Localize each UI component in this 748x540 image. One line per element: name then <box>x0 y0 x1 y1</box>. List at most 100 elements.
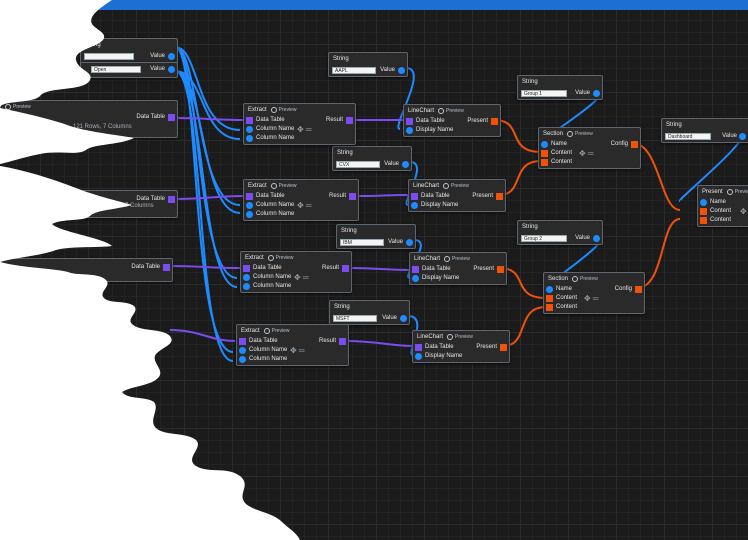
preview-toggle[interactable]: Preview <box>726 186 748 198</box>
input-pin[interactable] <box>415 344 422 351</box>
preview-toggle[interactable]: Preview <box>270 104 296 116</box>
preview-toggle[interactable]: Preview <box>270 180 296 192</box>
preview-radio-icon[interactable] <box>5 104 11 110</box>
input-pin[interactable] <box>243 265 250 272</box>
preview-toggle[interactable]: Preview <box>572 273 598 285</box>
output-pin[interactable] <box>631 141 638 148</box>
preview-toggle[interactable]: Preview <box>447 331 473 343</box>
string-value-field[interactable]: Group 2 <box>521 235 567 242</box>
string-value-field[interactable]: Group 1 <box>521 90 567 97</box>
input-pin[interactable] <box>246 135 253 142</box>
output-pin[interactable] <box>339 338 346 345</box>
input-pin[interactable] <box>246 193 253 200</box>
string-node-dashboard[interactable]: String Dashboard Value <box>661 118 748 143</box>
string-value-field[interactable] <box>84 53 134 60</box>
input-pin[interactable] <box>700 217 707 224</box>
input-pin[interactable] <box>541 141 548 148</box>
string-node-ibm[interactable]: String IBM Value <box>336 224 416 249</box>
output-pin[interactable] <box>168 66 175 73</box>
output-pin[interactable] <box>168 114 175 121</box>
output-pin[interactable] <box>491 118 498 125</box>
preview-toggle[interactable]: Preview <box>567 128 593 140</box>
output-pin[interactable] <box>402 161 409 168</box>
string-node-aapl[interactable]: String AAPL Value <box>328 52 408 77</box>
output-pin[interactable] <box>593 90 600 97</box>
input-pin[interactable] <box>246 126 253 133</box>
input-pin[interactable] <box>415 353 422 360</box>
plus-minus-controls[interactable]: ✥ ═ <box>297 125 312 134</box>
output-pin[interactable] <box>349 193 356 200</box>
output-pin[interactable] <box>398 67 405 74</box>
input-pin[interactable] <box>546 304 553 311</box>
input-pin[interactable] <box>411 202 418 209</box>
string-node[interactable]: Open Value <box>80 62 178 78</box>
input-pin[interactable] <box>546 286 553 293</box>
output-pin[interactable] <box>346 117 353 124</box>
output-pin[interactable] <box>168 196 175 203</box>
string-node-cvx[interactable]: String CVX Value <box>332 146 412 171</box>
preview-toggle[interactable]: Preview <box>5 101 31 113</box>
present-node[interactable]: PresentPreview Name Content✥ Content <box>697 185 748 227</box>
input-pin[interactable] <box>541 159 548 166</box>
input-pin[interactable] <box>243 283 250 290</box>
input-pin[interactable] <box>700 208 707 215</box>
input-pin[interactable] <box>700 199 707 206</box>
input-pin[interactable] <box>412 266 419 273</box>
input-pin[interactable] <box>541 150 548 157</box>
output-pin[interactable] <box>168 53 175 60</box>
plus-minus-controls[interactable]: ✥ ═ <box>294 273 309 282</box>
output-pin[interactable] <box>635 286 642 293</box>
preview-toggle[interactable]: Preview <box>443 180 469 192</box>
string-node-group1[interactable]: String Group 1 Value <box>517 75 603 100</box>
string-node-group2[interactable]: String Group 2 Value <box>517 220 603 245</box>
input-pin[interactable] <box>406 118 413 125</box>
output-pin[interactable] <box>593 235 600 242</box>
preview-toggle[interactable]: Preview <box>263 325 289 337</box>
input-pin[interactable] <box>239 338 246 345</box>
string-value-field[interactable]: Dashboard <box>665 133 711 140</box>
string-value-field[interactable]: Open <box>91 66 141 73</box>
string-value-field[interactable]: CVX <box>336 161 380 168</box>
output-pin[interactable] <box>496 193 503 200</box>
output-pin[interactable] <box>163 264 170 271</box>
input-pin[interactable] <box>246 211 253 218</box>
preview-toggle[interactable]: Preview <box>444 253 470 265</box>
input-pin[interactable] <box>406 127 413 134</box>
input-pin[interactable] <box>546 295 553 302</box>
output-pin[interactable] <box>406 239 413 246</box>
string-node-msft[interactable]: String MSFT Value <box>329 300 410 325</box>
output-pin[interactable] <box>400 315 407 322</box>
plus-minus-controls[interactable]: ✥ ═ <box>297 201 312 210</box>
input-pin[interactable] <box>411 193 418 200</box>
input-pin[interactable] <box>243 274 250 281</box>
input-pin[interactable] <box>246 117 253 124</box>
output-pin[interactable] <box>342 265 349 272</box>
preview-toggle[interactable]: Preview <box>267 252 293 264</box>
plus-minus-controls[interactable]: ✥ ═ <box>290 346 305 355</box>
output-pin[interactable] <box>497 266 504 273</box>
plus-minus-controls[interactable]: ✥ ═ <box>584 294 599 303</box>
input-pin[interactable] <box>412 275 419 282</box>
output-pin[interactable] <box>739 133 746 140</box>
preview-toggle[interactable]: Preview <box>438 105 464 117</box>
output-pin[interactable] <box>500 344 507 351</box>
input-pin[interactable] <box>239 356 246 363</box>
input-pin[interactable] <box>246 202 253 209</box>
string-value-field[interactable]: IBM <box>340 239 384 246</box>
plus-minus-controls[interactable]: ✥ ═ <box>579 149 594 158</box>
input-pin[interactable] <box>239 347 246 354</box>
string-value-field[interactable]: AAPL <box>332 67 376 74</box>
string-value-field[interactable]: MSFT <box>333 315 377 322</box>
plus-icon[interactable]: ✥ <box>740 207 747 216</box>
